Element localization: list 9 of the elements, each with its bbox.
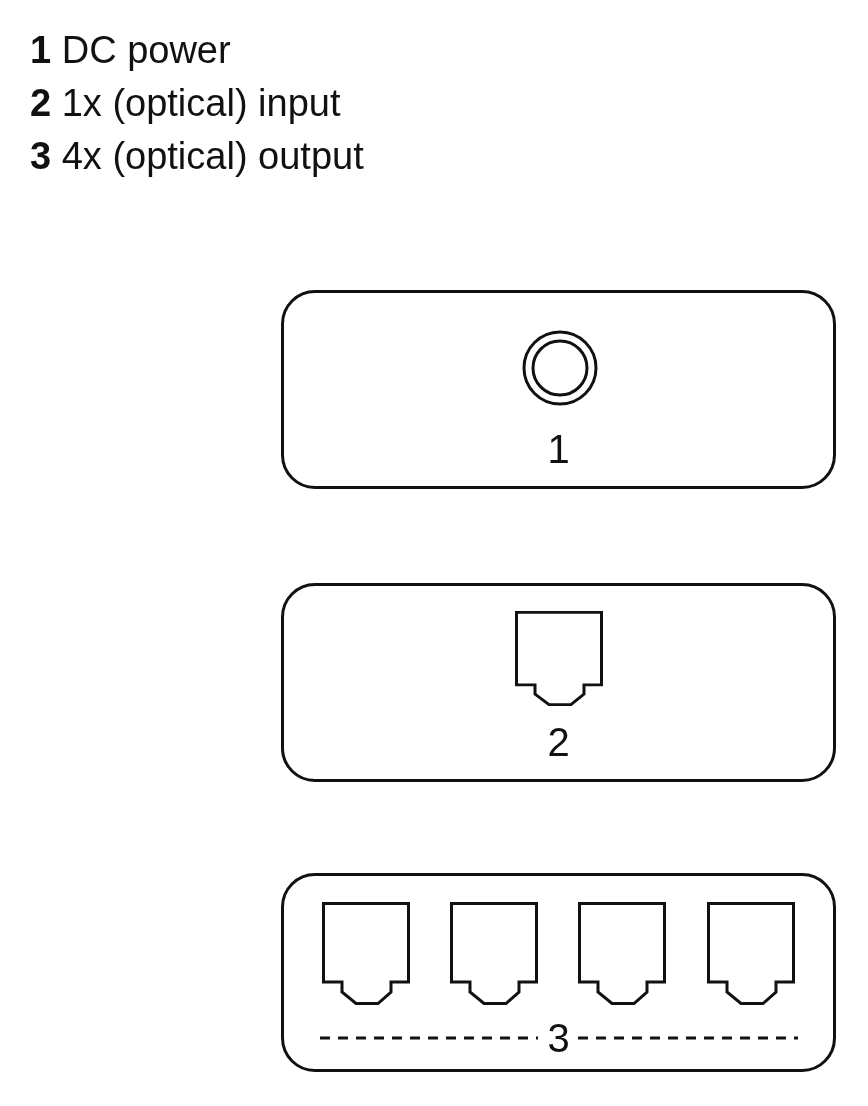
key-entry: 2 1x (optical) input	[30, 81, 341, 125]
key-entry: 3 4x (optical) output	[30, 134, 364, 178]
key-entry: 1 DC power	[30, 28, 231, 72]
panel-number: 3	[546, 1016, 571, 1060]
device-panel	[281, 290, 836, 489]
device-panel	[281, 873, 836, 1072]
panel-number: 2	[546, 720, 571, 764]
panel-number: 1	[546, 427, 571, 471]
device-panel	[281, 583, 836, 782]
